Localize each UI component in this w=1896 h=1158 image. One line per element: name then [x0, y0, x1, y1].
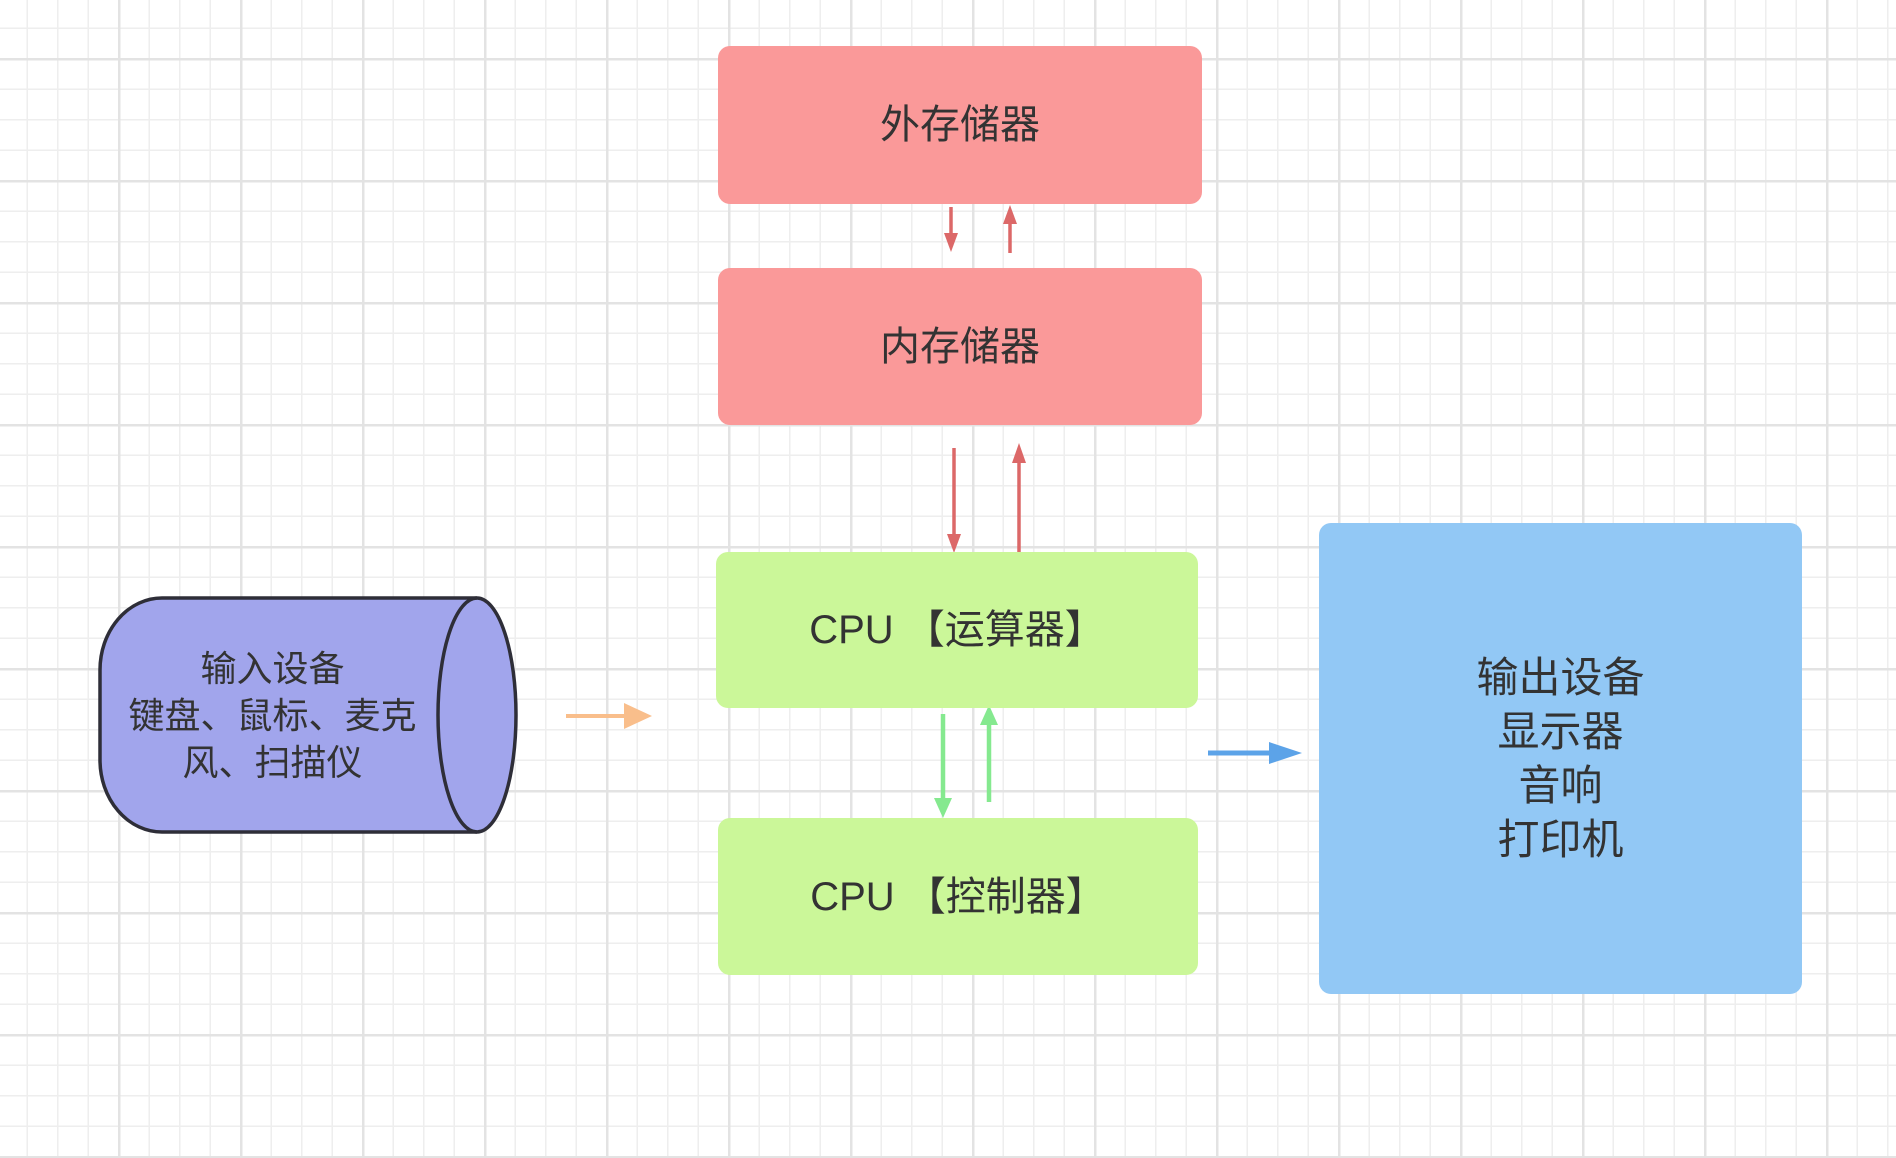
node-output-device[interactable]: 输出设备 显示器 音响 打印机 [1319, 523, 1802, 994]
arrow-controller-to-alu-up[interactable] [980, 705, 998, 802]
arrow-memory-to-external-up[interactable] [1003, 205, 1017, 253]
arrow-cpu-to-memory-up[interactable] [1012, 443, 1026, 553]
node-cpu-alu[interactable]: CPU 【运算器】 [716, 552, 1198, 708]
node-main-memory[interactable]: 内存储器 [718, 268, 1202, 425]
arrow-memory-to-cpu-down[interactable] [947, 448, 961, 553]
node-label: 输出设备 显示器 音响 打印机 [1476, 653, 1645, 863]
cylinder-input-device-label: 输入设备 键盘、鼠标、麦克 风、扫描仪 [100, 595, 445, 835]
node-label: CPU 【控制器】 [810, 874, 1106, 919]
node-label: 输入设备 键盘、鼠标、麦克 风、扫描仪 [128, 647, 417, 783]
arrow-external-to-memory-down[interactable] [944, 207, 958, 252]
arrow-alu-to-controller-down[interactable] [934, 714, 952, 818]
node-external-storage[interactable]: 外存储器 [718, 46, 1202, 204]
cylinder-input-device-shape[interactable] [98, 596, 518, 834]
arrow-input-to-cpu[interactable] [566, 703, 652, 729]
node-label: CPU 【运算器】 [809, 608, 1105, 652]
arrow-cpu-to-output[interactable] [1208, 742, 1302, 764]
node-cpu-controller[interactable]: CPU 【控制器】 [718, 818, 1198, 975]
node-label: 外存储器 [880, 103, 1040, 147]
node-label: 内存储器 [880, 324, 1040, 369]
